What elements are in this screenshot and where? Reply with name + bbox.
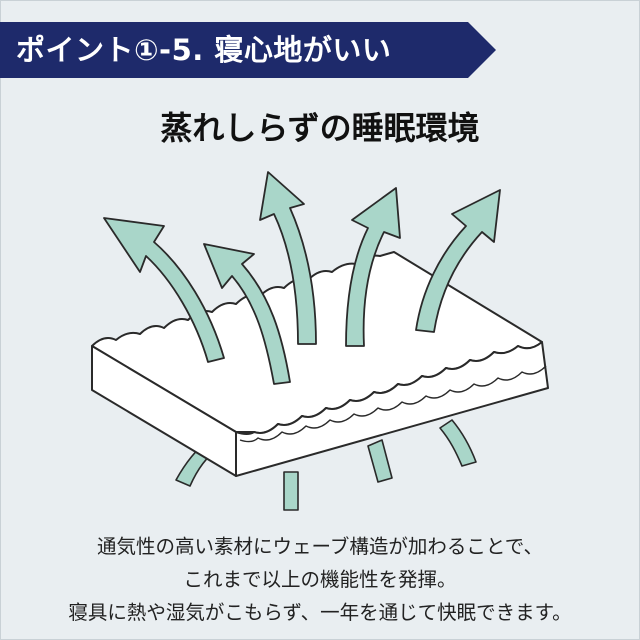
mattress-wave-seam — [239, 365, 547, 443]
banner-title: ポイント①-5. 寝心地がいい — [16, 33, 392, 67]
description-line-2: これまで以上の機能性を発揮。 — [183, 568, 457, 591]
lower-arrow-3 — [367, 439, 393, 483]
subtitle: 蒸れしらずの睡眠環境 — [160, 109, 480, 147]
upper-arrow-1 — [103, 217, 225, 363]
upper-arrow-2 — [203, 243, 291, 385]
lower-arrow-2 — [283, 471, 299, 511]
description-line-1: 通気性の高い素材にウェーブ構造が加わることで、 — [97, 535, 543, 558]
banner-arrow-shape — [0, 22, 496, 78]
upper-arrow-4 — [345, 187, 401, 347]
mattress-illustration — [91, 171, 549, 511]
lower-arrow-4 — [439, 419, 477, 467]
upper-arrow-3 — [259, 171, 317, 345]
description: 通気性の高い素材にウェーブ構造が加わることで、 これまで以上の機能性を発揮。 寝… — [0, 530, 640, 629]
upper-airflow-arrows — [103, 171, 501, 385]
title-banner: ポイント①-5. 寝心地がいい — [0, 22, 500, 78]
description-line-3: 寝具に熱や湿気がこもらず、一年を通じて快眠できます。 — [68, 601, 572, 624]
mattress — [91, 251, 549, 477]
upper-arrow-5 — [415, 189, 501, 333]
